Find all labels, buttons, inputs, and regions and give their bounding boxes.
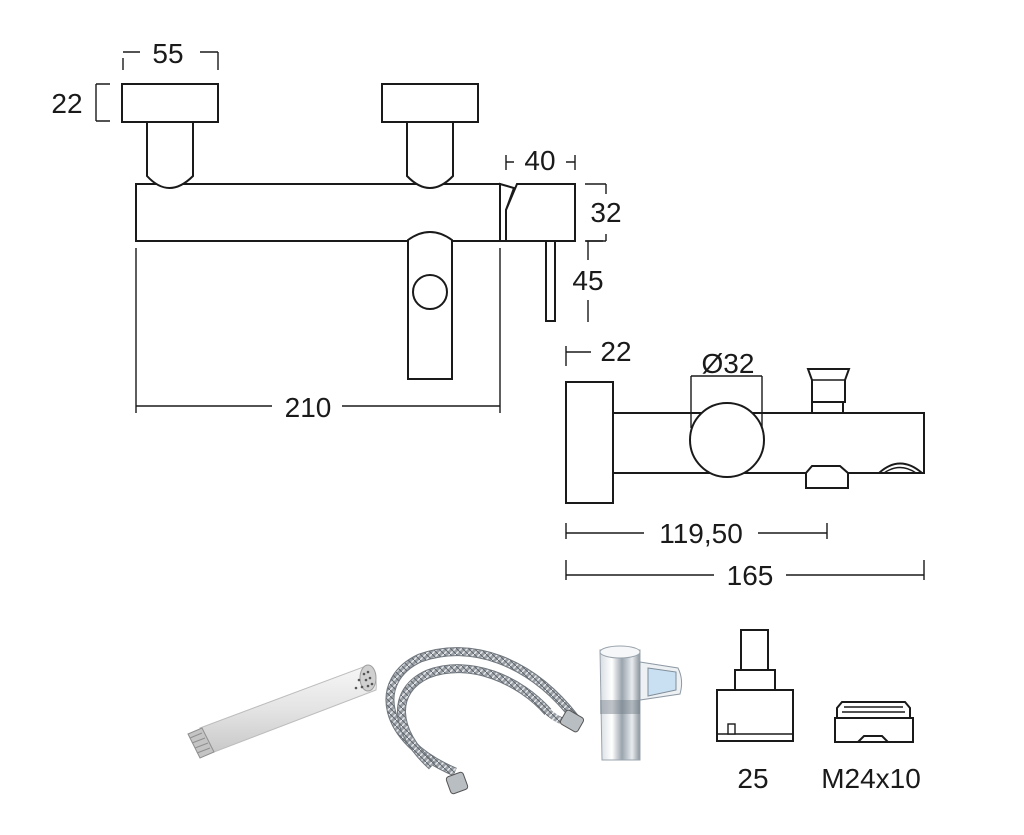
diverter-lever [545,240,556,322]
dim-label-diameter: Ø32 [702,348,755,379]
mixer-body [135,183,501,242]
cartridge-size-label: 25 [737,763,768,794]
diverter-block [505,183,576,242]
cartridge: 25 [716,629,794,794]
accessories: 25 M24x10 [187,629,921,795]
spout-tube [611,412,925,474]
side-view: 22 Ø32 119,50 165 [565,336,925,591]
aerator-thread-label: M24x10 [821,763,921,794]
dim-label-22: 22 [51,88,82,119]
hose-nut-top [559,709,585,733]
dimension-lever-drop: 45 [572,240,604,322]
hand-shower [187,664,377,759]
dimension-overall-width: 210 [135,248,501,423]
dim-label-165: 165 [727,560,774,591]
left-stem [146,121,194,189]
wall-plate [565,381,614,504]
hose-nut-bottom [445,771,469,795]
dim-label-22-side: 22 [600,336,631,367]
dimension-handle-width: 55 [122,38,219,70]
dim-label-55: 55 [152,38,183,69]
shower-hose [385,647,585,795]
dimension-body-diameter: Ø32 [690,348,763,428]
dimension-diverter-width: 40 [505,145,576,176]
dim-label-40: 40 [524,145,555,176]
aerator: M24x10 [821,701,921,794]
left-handle [121,83,219,123]
chrome-diverter [599,645,683,761]
aerator-outlet [412,274,448,310]
mixer-body-section [689,402,765,478]
dim-label-32: 32 [590,197,621,228]
dimension-spout-axis: 119,50 [565,518,828,549]
dim-label-45: 45 [572,265,603,296]
dimension-overall-depth: 165 [565,560,925,591]
dimension-diverter-height: 32 [585,183,622,242]
right-stem [406,121,454,189]
dim-label-119-50: 119,50 [659,518,743,549]
dim-label-210: 210 [285,392,332,423]
dimension-plate-depth: 22 [565,336,632,367]
diverter-knob [805,465,849,489]
right-handle [381,83,479,123]
dimension-handle-height: 22 [51,83,110,122]
shower-connector [806,368,851,403]
front-view: 55 22 40 32 45 210 [51,38,621,423]
